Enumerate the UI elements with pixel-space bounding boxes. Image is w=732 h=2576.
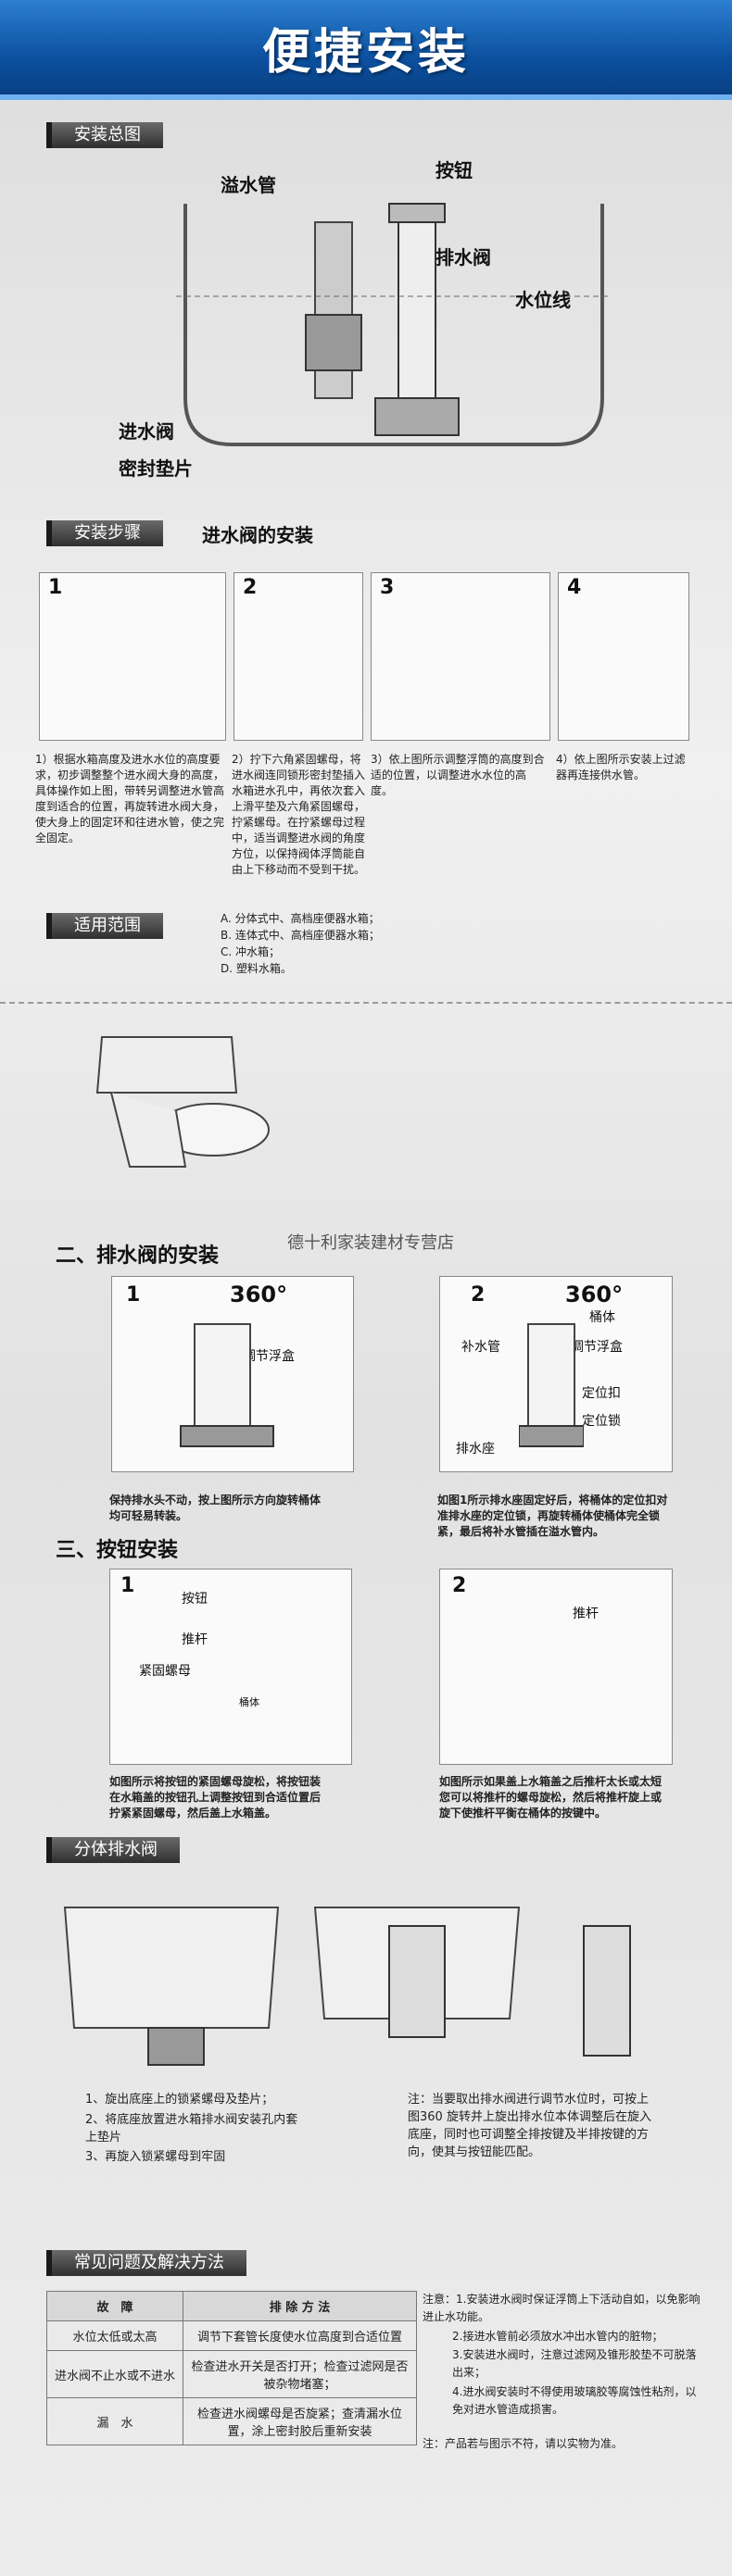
banner-title: 便捷安装 xyxy=(261,25,470,81)
button-panel-2 xyxy=(439,1569,673,1765)
scope-item-c: C. 冲水箱； xyxy=(221,945,281,958)
scope-item-d: D. 塑料水箱。 xyxy=(221,962,292,975)
faq-fix: 调节下套管长度使水位高度到合适位置 xyxy=(183,2320,417,2351)
label-adjust-float-2: 调节浮盒 xyxy=(571,1340,623,1355)
step-number-1: 1 xyxy=(48,576,63,599)
button-number-1: 1 xyxy=(120,1574,135,1597)
faq-fault: 漏 水 xyxy=(46,2397,183,2445)
faq-header-row: 故 障 排 除 方 法 xyxy=(46,2291,417,2321)
faq-fix: 检查进水阀螺母是否旋紧；查清漏水位置，涂上密封胶后重新安装 xyxy=(183,2397,417,2445)
split-note: 注：当要取出排水阀进行调节水位时，可按上图360 旋转并上旋出排水位本体调整后在… xyxy=(408,2093,651,2159)
label-refill-pipe: 补水管 xyxy=(461,1340,500,1355)
faq-fault: 水位太低或太高 xyxy=(46,2320,183,2351)
faq-tag: 常见问题及解决方法 xyxy=(46,2250,246,2276)
step-panel-1 xyxy=(39,572,226,741)
label-adjust-float: 调节浮盒 xyxy=(243,1349,295,1364)
button-panel-1 xyxy=(109,1569,352,1765)
label-water-line: 水位线 xyxy=(515,289,571,311)
label-button: 按钮 xyxy=(435,159,473,181)
step-panel-2 xyxy=(233,572,363,741)
faq-note-5: 注：产品若与图示不符，请以实物为准。 xyxy=(423,2437,624,2450)
label-inlet-valve: 进水阀 xyxy=(119,420,174,443)
label-body: 桶体 xyxy=(589,1310,615,1325)
scope-item-b: B. 连体式中、高档座便器水箱； xyxy=(221,929,380,942)
button-number-2: 2 xyxy=(452,1574,467,1597)
scope-item-a: A. 分体式中、高档座便器水箱； xyxy=(221,912,380,925)
step-caption-2: 2）拧下六角紧固螺母，将进水阀连同锁形密封垫插入水箱进水孔中，再依次套入上滑平垫… xyxy=(232,753,366,876)
split-step-3: 3、再旋入锁紧螺母到牢固 xyxy=(85,2150,226,2164)
label-body-2: 桶体 xyxy=(239,1696,259,1708)
label-push-rod-2: 推杆 xyxy=(573,1607,599,1621)
step-caption-4: 4）依上图所示安装上过滤器再连接供水管。 xyxy=(556,753,686,782)
step-caption-1: 1）根据水箱高度及进水水位的高度要求，初步调整整个进水阀大身的高度，具体操作如上… xyxy=(35,753,225,844)
drain-valve-drawing-2 xyxy=(519,1323,584,1447)
overview-diagram xyxy=(176,203,612,446)
drain-heading: 二、排水阀的安装 xyxy=(56,1244,220,1268)
faq-note-3: 3.安装进水阀时，注意过滤网及锥形胶垫不可脱落出来； xyxy=(452,2348,697,2379)
step-panel-3 xyxy=(371,572,550,741)
overview-tag: 安装总图 xyxy=(46,122,163,148)
label-button-2: 按钮 xyxy=(182,1592,208,1607)
label-position-lock: 定位锁 xyxy=(582,1414,621,1429)
label-nut: 紧固螺母 xyxy=(139,1664,191,1679)
section-divider xyxy=(0,1002,732,1004)
label-drain-valve: 排水阀 xyxy=(435,246,491,269)
label-drain-seat: 排水座 xyxy=(456,1442,495,1457)
button-caption-1: 如图所示将按钮的紧固螺母旋松，将按钮装在水箱盖的按钮孔上调整按钮到合适位置后拧紧… xyxy=(109,1775,322,1819)
faq-note-4: 4.进水阀安装时不得使用玻璃胶等腐蚀性粘剂，以免对进水管造成损害。 xyxy=(452,2385,697,2416)
faq-fault: 进水阀不止水或不进水 xyxy=(46,2350,183,2398)
drain-valve-drawing-1 xyxy=(180,1323,274,1447)
table-row: 进水阀不止水或不进水 检查进水开关是否打开；检查过滤网是否被杂物堵塞； xyxy=(46,2350,417,2398)
step-number-4: 4 xyxy=(567,576,582,599)
split-step-1: 1、旋出底座上的锁紧螺母及垫片； xyxy=(85,2093,274,2107)
rotate-label-1: 360° xyxy=(230,1282,288,1307)
faq-fix: 检查进水开关是否打开；检查过滤网是否被杂物堵塞； xyxy=(183,2350,417,2398)
drain-caption-2: 如图1所示排水座固定好后，将桶体的定位扣对准排水座的定位锁，再旋转桶体使桶体完全… xyxy=(437,1494,668,1538)
banner: 便捷安装 xyxy=(0,0,732,100)
shop-watermark: 德十利家装建材专营店 xyxy=(287,1233,454,1253)
steps-heading: 进水阀的安装 xyxy=(202,524,313,546)
scope-tag: 适用范围 xyxy=(46,913,163,939)
faq-header-fault: 故 障 xyxy=(46,2291,183,2321)
drain-number-2: 2 xyxy=(471,1283,486,1307)
faq-table: 故 障 排 除 方 法 水位太低或太高 调节下套管长度使水位高度到合适位置 进水… xyxy=(46,2291,417,2445)
drain-number-1: 1 xyxy=(126,1283,141,1307)
label-seal-gasket: 密封垫片 xyxy=(119,457,193,480)
button-caption-2: 如图所示如果盖上水箱盖之后推杆太长或太短您可以将推杆的螺母旋松，然后将推杆旋上或… xyxy=(439,1775,663,1819)
banner-stripe xyxy=(0,94,732,100)
split-valve-diagram xyxy=(63,1907,631,2066)
step-panel-4 xyxy=(558,572,689,741)
label-position-buckle: 定位扣 xyxy=(582,1386,621,1401)
faq-note-1: 注意：1.安装进水阀时保证浮筒上下活动自如，以免影响进止水功能。 xyxy=(423,2293,700,2323)
steps-tag: 安装步骤 xyxy=(46,520,163,546)
step-number-3: 3 xyxy=(380,576,395,599)
table-row: 漏 水 检查进水阀螺母是否旋紧；查清漏水位置，涂上密封胶后重新安装 xyxy=(46,2397,417,2445)
faq-note-2: 2.接进水管前必须放水冲出水管内的脏物； xyxy=(452,2330,663,2343)
step-caption-3: 3）依上图所示调整浮筒的高度到合适的位置，以调整进水水位的高度。 xyxy=(371,753,545,797)
label-overflow-pipe: 溢水管 xyxy=(221,174,276,196)
button-heading: 三、按钮安装 xyxy=(56,1539,179,1562)
faq-header-fix: 排 除 方 法 xyxy=(183,2291,417,2321)
toilet-diagram xyxy=(95,1036,270,1168)
rotate-label-2: 360° xyxy=(565,1282,624,1307)
drain-caption-1: 保持排水头不动，按上图所示方向旋转桶体均可轻易转装。 xyxy=(109,1494,322,1522)
label-push-rod: 推杆 xyxy=(182,1632,208,1647)
step-number-2: 2 xyxy=(243,576,258,599)
table-row: 水位太低或太高 调节下套管长度使水位高度到合适位置 xyxy=(46,2320,417,2351)
split-step-2: 2、将底座放置进水箱排水阀安装孔内套上垫片 xyxy=(85,2113,298,2145)
split-tag: 分体排水阀 xyxy=(46,1837,180,1863)
